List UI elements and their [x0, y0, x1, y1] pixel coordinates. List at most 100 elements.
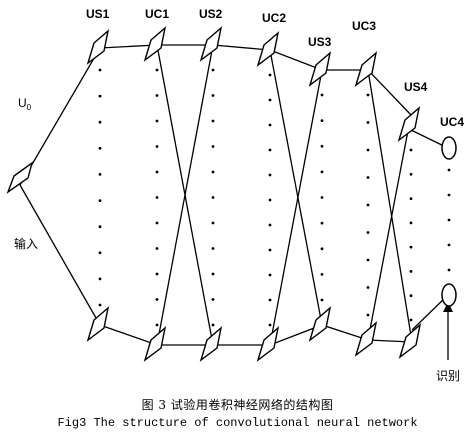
label-u0-base: U: [18, 96, 27, 110]
column-dot: [366, 148, 370, 152]
column-dot: [409, 221, 413, 225]
column-dot: [366, 313, 370, 317]
label-uc1: UC1: [145, 7, 169, 21]
column-dot: [447, 268, 451, 272]
column-dot: [155, 298, 159, 301]
column-dot: [320, 298, 324, 302]
column-dot: [155, 119, 159, 123]
label-uc3: UC3: [352, 19, 376, 33]
column-dot: [409, 318, 413, 322]
column-dot: [320, 93, 324, 97]
label-us4: US4: [404, 80, 428, 94]
column-dot: [211, 94, 215, 97]
column-dot: [268, 123, 272, 127]
column-dot: [268, 148, 272, 152]
column-dot: [211, 68, 215, 72]
column-dot: [320, 119, 324, 122]
cross-uc2-us3-b: [269, 69, 323, 346]
column-dot: [447, 168, 451, 172]
plane-uc3-bottom: [354, 321, 378, 357]
column-dot: [98, 251, 102, 255]
column-dot: [98, 225, 102, 229]
plane-us4-top: [397, 106, 421, 142]
column-dot: [268, 173, 272, 177]
output-node-top: [441, 136, 457, 160]
cross-uc3-us4-b: [367, 114, 412, 341]
column-dot: [447, 218, 451, 222]
column-dot: [447, 193, 451, 197]
column-dot: [268, 298, 272, 302]
output-arrow-head: [443, 302, 453, 312]
column-dot: [211, 247, 215, 250]
column-dot: [409, 245, 413, 249]
column-dot: [98, 199, 102, 203]
label-u0: U0: [18, 96, 32, 112]
layer-labels: US1 UC1 US2 UC2 US3 UC3 US4 UC4: [86, 7, 464, 129]
column-dot: [268, 98, 272, 102]
dotted-columns: [98, 68, 451, 327]
column-dot: [155, 94, 159, 97]
column-dot: [409, 294, 413, 298]
figure-caption-english: Fig3 The structure of convolutional neur…: [57, 416, 418, 430]
column-dot: [320, 196, 324, 199]
column-dot: [268, 73, 272, 77]
column-dot: [447, 243, 451, 247]
plane-uc2-bottom: [256, 326, 280, 362]
column-dot: [366, 121, 370, 124]
plane-uc1-bottom: [143, 326, 167, 362]
cross-uc3-us4-a: [367, 69, 413, 343]
plane-us1-bottom: [86, 306, 110, 342]
label-uc4: UC4: [440, 115, 464, 129]
column-dot: [211, 119, 215, 123]
column-dot: [366, 203, 370, 207]
column-dot: [211, 196, 215, 199]
column-dot: [268, 198, 272, 202]
plane-us1-top: [86, 29, 110, 65]
input-label: 输入: [14, 236, 38, 251]
column-dot: [366, 93, 370, 97]
column-dot: [268, 248, 272, 252]
column-dot: [211, 298, 215, 301]
column-dot: [320, 273, 324, 276]
plane-us3-top: [308, 51, 332, 87]
line-us4-uc4-bottom: [411, 294, 449, 331]
plane-uc3-top: [354, 51, 378, 87]
column-dot: [211, 272, 215, 276]
figure-caption-chinese: 图 3 试验用卷积神经网络的结构图: [141, 398, 334, 412]
plane-u0: [6, 161, 34, 194]
cross-uc1-us2-b: [156, 44, 214, 346]
plane-us3-bottom: [308, 306, 332, 342]
column-dot: [98, 303, 102, 307]
column-dot: [211, 221, 215, 225]
column-dot: [98, 146, 102, 150]
column-dot: [155, 196, 159, 199]
label-us2: US2: [199, 7, 223, 21]
line-u0-top: [19, 47, 101, 186]
plane-us2-top: [199, 26, 223, 62]
output-node-bottom: [441, 283, 457, 307]
cross-uc2-us3-a: [269, 49, 323, 326]
label-us1: US1: [86, 7, 110, 21]
column-dot: [268, 223, 272, 227]
column-dot: [366, 286, 370, 289]
column-dot: [98, 173, 102, 176]
column-dot: [155, 323, 159, 327]
line-u0-bottom: [19, 184, 101, 326]
plane-uc2-top: [256, 31, 280, 67]
column-dot: [320, 247, 324, 251]
column-dot: [320, 170, 324, 174]
column-dot: [155, 68, 159, 72]
column-dot: [155, 247, 159, 250]
column-dot: [211, 145, 215, 148]
column-dot: [268, 273, 272, 277]
plane-uc1-top: [143, 26, 167, 62]
column-dot: [409, 148, 413, 152]
column-dot: [211, 170, 215, 174]
column-dot: [98, 120, 102, 124]
column-dot: [409, 197, 413, 201]
layer-planes: [6, 26, 422, 362]
column-dot: [98, 277, 102, 281]
column-dot: [409, 270, 413, 273]
